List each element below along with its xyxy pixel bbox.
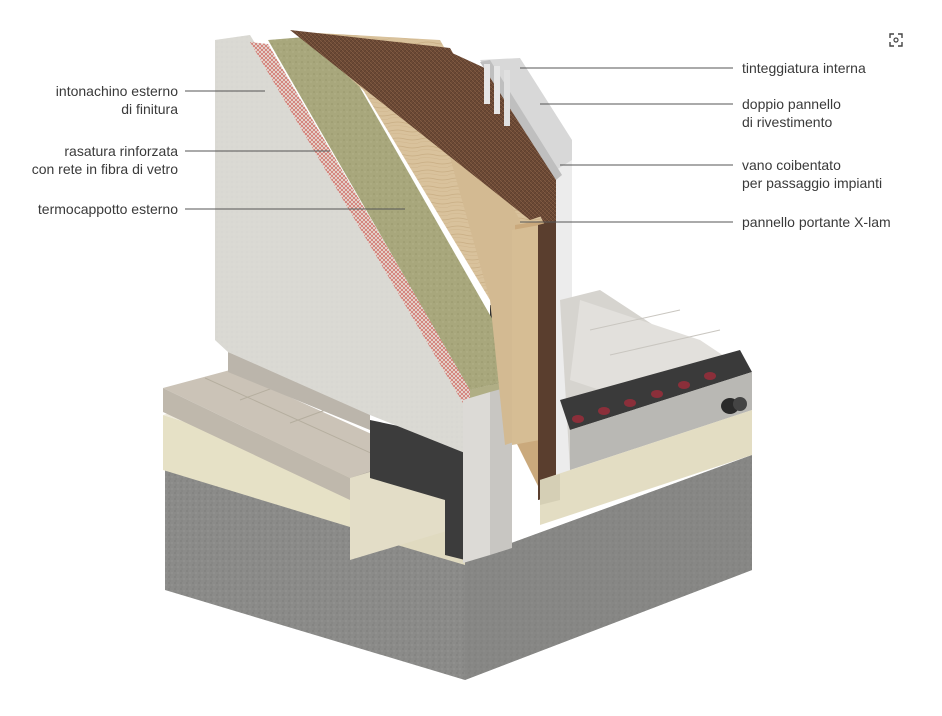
label-intonachino: intonachino esterno di finitura [55, 83, 178, 117]
interior-floor [540, 290, 752, 525]
mesh-strip [250, 42, 470, 415]
leader-lines [185, 67, 733, 223]
label-pannello-xlam: pannello portante X-lam [742, 214, 891, 230]
label-vano-coibentato: vano coibentato per passaggio impianti [742, 157, 883, 191]
expand-icon [889, 33, 903, 47]
label-tinteggiatura: tinteggiatura interna [742, 60, 866, 76]
plaster-wall [215, 35, 470, 455]
label-termocappotto: termocappotto esterno [37, 201, 178, 217]
concrete-foundation [165, 455, 752, 680]
fiber-insulation [290, 30, 560, 500]
label-doppio-pannello: doppio pannello di rivestimento [742, 96, 841, 130]
expand-button[interactable] [884, 28, 908, 52]
floor-heating-pipes [572, 372, 747, 423]
label-rasatura: rasatura rinforzata con rete in fibra di… [31, 143, 178, 177]
